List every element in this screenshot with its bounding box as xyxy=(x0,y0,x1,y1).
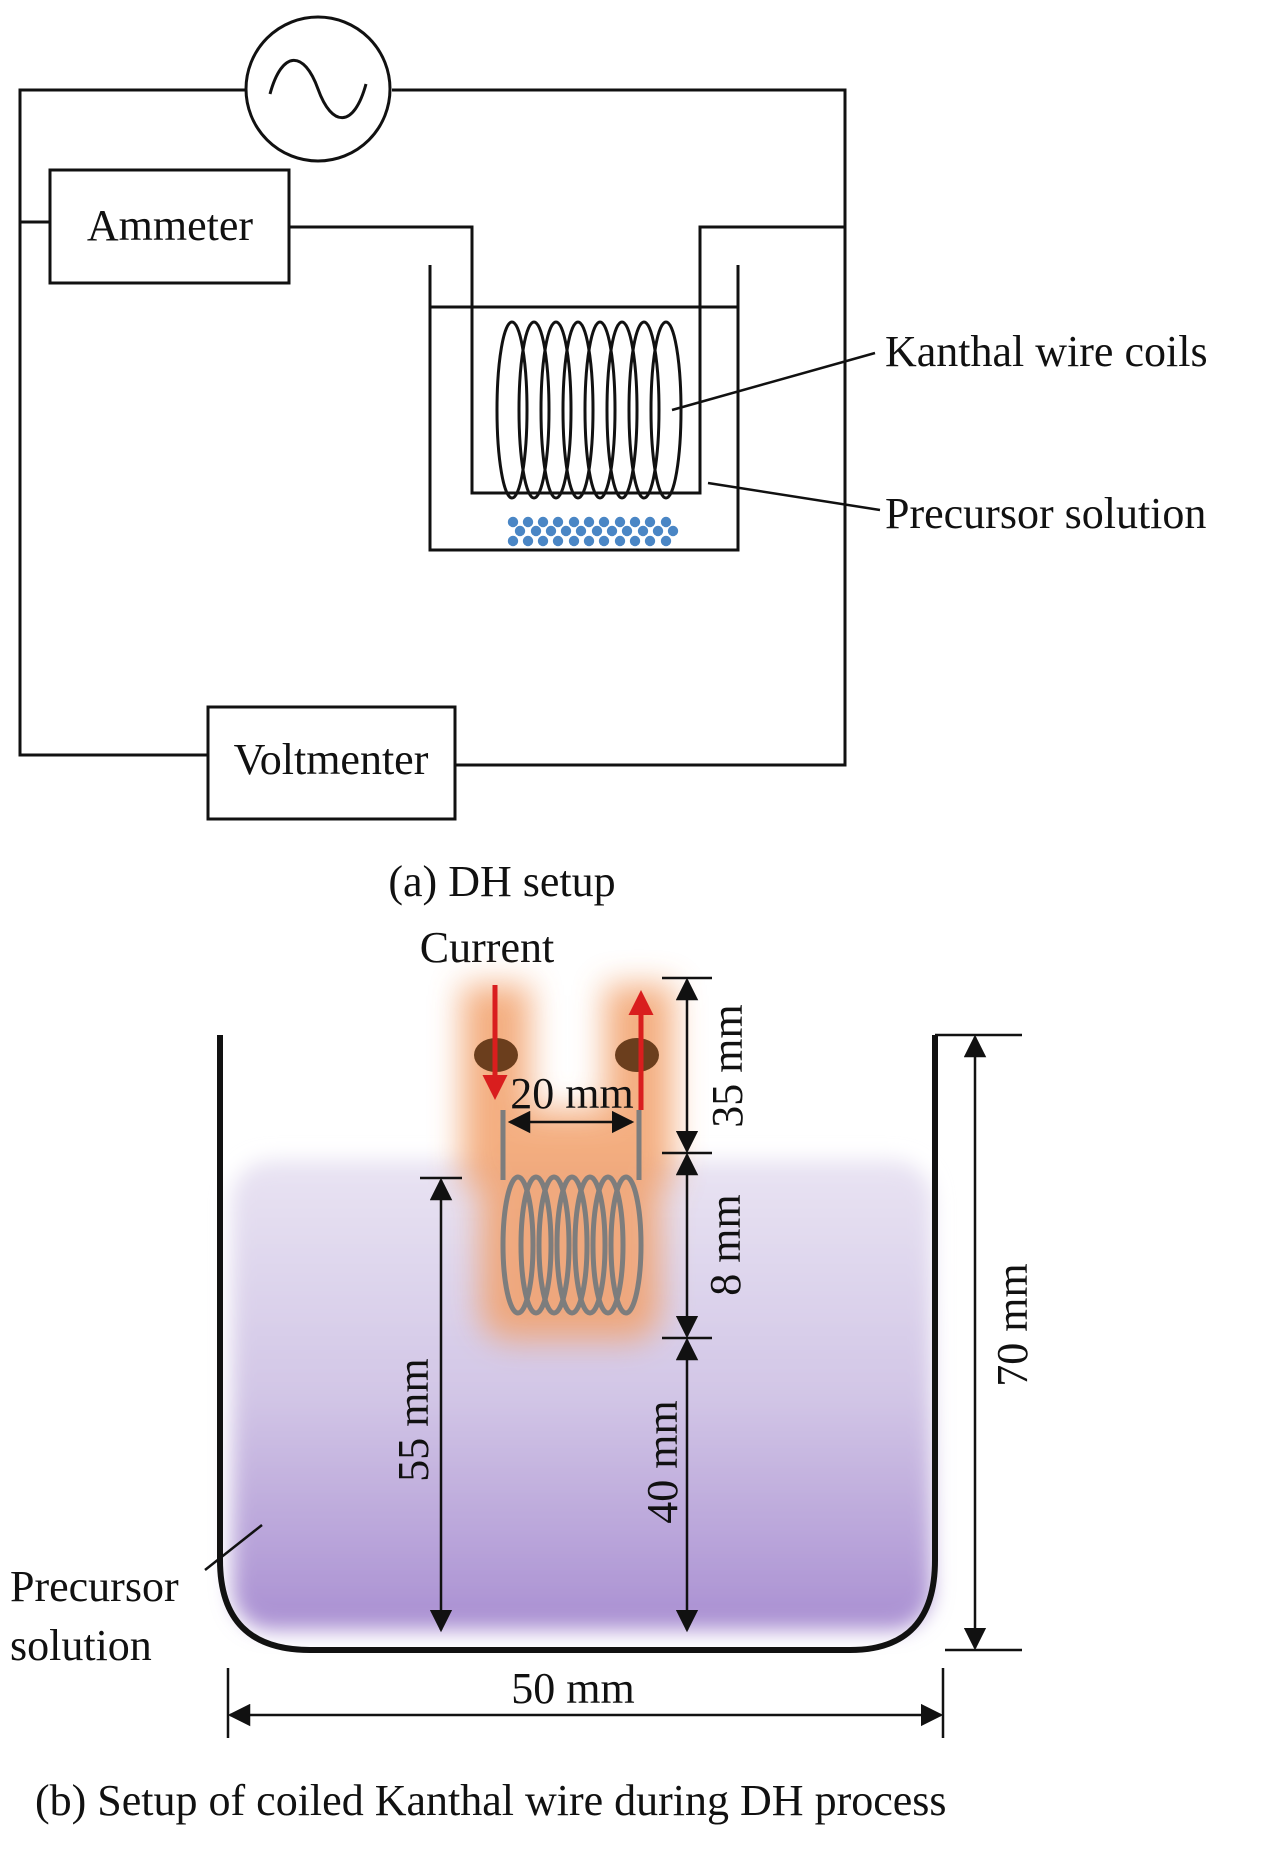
dims-right-inner xyxy=(662,976,712,1633)
coil-loop xyxy=(608,1174,644,1316)
particle xyxy=(568,516,580,528)
precursor-label-a: Precursor solution xyxy=(885,489,1206,538)
caption-b: (b) Setup of coiled Kanthal wire during … xyxy=(35,1776,947,1825)
caption-a: (a) DH setup xyxy=(388,857,615,906)
dim-20-label: 20 mm xyxy=(510,1069,633,1118)
precursor-solution-b xyxy=(232,1160,932,1630)
particle xyxy=(606,525,618,537)
coil-loop xyxy=(495,320,529,500)
particle xyxy=(514,525,526,537)
coil-loop xyxy=(583,320,617,500)
ac-source-icon xyxy=(244,15,392,163)
particle xyxy=(644,535,656,547)
particle xyxy=(537,516,549,528)
particle xyxy=(522,535,534,547)
precursor-label-b-line2: solution xyxy=(10,1621,152,1670)
dim-8-label: 8 mm xyxy=(701,1194,750,1295)
particle xyxy=(507,516,519,528)
coil-loop xyxy=(539,320,573,500)
particle xyxy=(660,516,672,528)
particle xyxy=(583,535,595,547)
particle xyxy=(591,525,603,537)
particle xyxy=(629,516,641,528)
coil-loop xyxy=(627,320,661,500)
coil-loop xyxy=(518,1174,554,1316)
dim-55-label: 55 mm xyxy=(389,1358,438,1481)
beaker-b xyxy=(217,1035,938,1653)
voltmeter-label: Voltmenter xyxy=(234,735,429,784)
current-label: Current xyxy=(420,923,554,972)
particle xyxy=(560,525,572,537)
leader-kanthal xyxy=(671,351,876,412)
particle xyxy=(598,516,610,528)
coil-loop xyxy=(554,1174,590,1316)
particle xyxy=(575,525,587,537)
coil-loop xyxy=(517,320,551,500)
particle xyxy=(522,516,534,528)
particle xyxy=(614,535,626,547)
particle xyxy=(507,535,519,547)
coil-loop xyxy=(500,1174,536,1316)
dim-40-label: 40 mm xyxy=(638,1400,687,1523)
particle xyxy=(667,525,679,537)
particle xyxy=(598,535,610,547)
wire-right xyxy=(392,88,847,767)
kanthal-coils-b xyxy=(500,1110,644,1316)
particle xyxy=(537,535,549,547)
particle xyxy=(552,535,564,547)
particle xyxy=(530,525,542,537)
coil-loop xyxy=(572,1174,608,1316)
wire-outer xyxy=(18,88,247,757)
particle xyxy=(621,525,633,537)
leader-precursor xyxy=(707,481,881,512)
particle xyxy=(614,516,626,528)
dim-55 xyxy=(420,1176,462,1633)
dim-35-label: 35 mm xyxy=(703,1004,752,1127)
particle xyxy=(644,516,656,528)
particle xyxy=(583,516,595,528)
particle xyxy=(637,525,649,537)
panel-a-circuit xyxy=(18,88,847,767)
wire-ammeter-to-electrode xyxy=(289,225,845,495)
particle xyxy=(568,535,580,547)
kanthal-label: Kanthal wire coils xyxy=(885,327,1208,376)
particle xyxy=(652,525,664,537)
particle xyxy=(552,516,564,528)
ammeter-label: Ammeter xyxy=(87,201,254,250)
coil-loop xyxy=(605,320,639,500)
coil-loop xyxy=(536,1174,572,1316)
dim-70-label: 70 mm xyxy=(988,1263,1037,1386)
particle xyxy=(660,535,672,547)
leader-precursor-b xyxy=(204,1524,263,1571)
precursor-particles xyxy=(507,516,679,547)
coil-loop xyxy=(590,1174,626,1316)
voltmeter-box: Voltmenter xyxy=(206,705,457,821)
beaker-a xyxy=(428,265,740,552)
particle xyxy=(545,525,557,537)
particle xyxy=(629,535,641,547)
dim-70 xyxy=(935,1033,1022,1652)
ammeter-box: Ammeter xyxy=(48,168,291,285)
dim-50-label: 50 mm xyxy=(511,1664,634,1713)
precursor-label-b-line1: Precursor xyxy=(10,1562,179,1611)
electrode-right xyxy=(615,1038,659,1072)
coil-loop xyxy=(561,320,595,500)
labels-a: Kanthal wire coils Precursor solution (a… xyxy=(388,327,1207,906)
dim-50 xyxy=(226,1668,945,1738)
coil-loop xyxy=(649,320,683,500)
kanthal-coils-a xyxy=(495,320,683,500)
